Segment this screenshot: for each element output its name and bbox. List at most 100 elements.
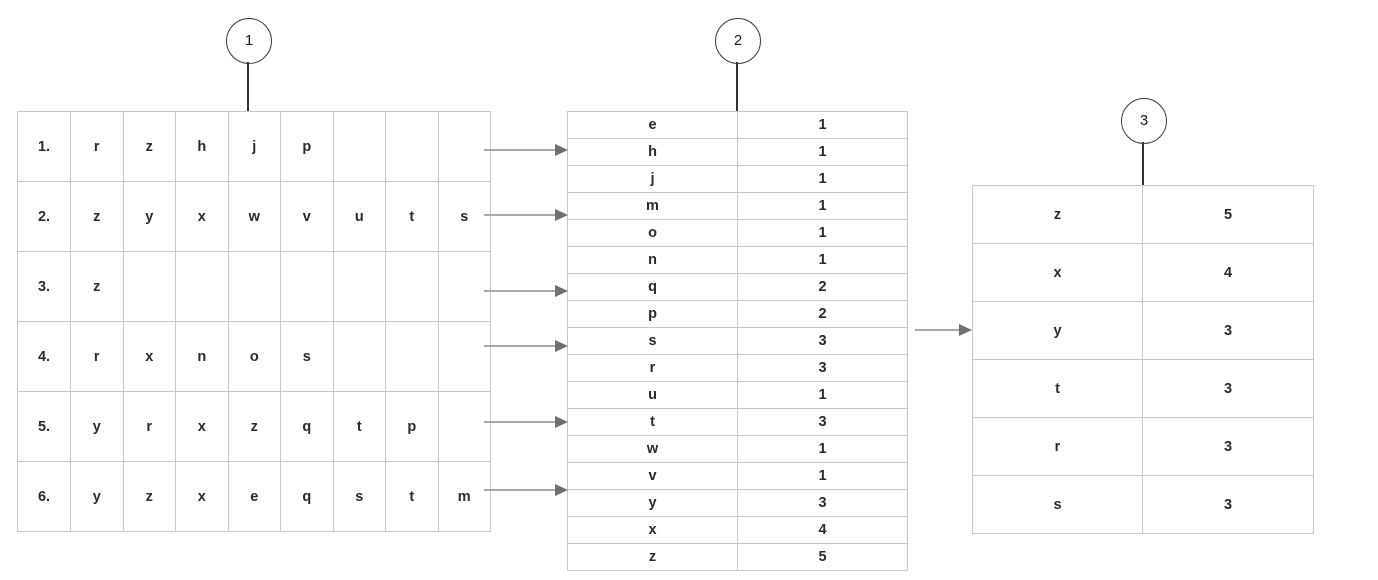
letter-cell: r (70, 321, 124, 392)
arrow-row-2 (484, 209, 568, 221)
letter-cell (437, 251, 491, 322)
key-cell: r (972, 417, 1143, 476)
arrow-row-5-head (555, 416, 568, 428)
arrow-row-6 (484, 484, 568, 496)
letter-cell: t (332, 391, 386, 462)
letter-cell (175, 251, 229, 322)
arrow-row-4-shaft (484, 345, 555, 347)
key-cell: y (972, 301, 1143, 360)
key-cell: z (567, 543, 738, 571)
letter-cell: p (385, 391, 439, 462)
count-cell: 1 (737, 111, 908, 139)
arrow-row-2-shaft (484, 214, 555, 216)
letter-cell (385, 251, 439, 322)
letter-cell: e (227, 461, 281, 532)
letter-cell: x (175, 391, 229, 462)
letter-cell (437, 391, 491, 462)
letter-cell: s (437, 181, 491, 252)
key-cell: w (567, 435, 738, 463)
key-cell: e (567, 111, 738, 139)
letter-cell (122, 251, 176, 322)
letter-cell: m (437, 461, 491, 532)
key-cell: t (972, 359, 1143, 418)
letter-cell (332, 321, 386, 392)
arrow-counts-to-top-head (959, 324, 972, 336)
arrow-row-1-head (555, 144, 568, 156)
key-cell: x (972, 243, 1143, 302)
count-cell: 3 (1142, 475, 1314, 534)
count-cell: 3 (737, 408, 908, 436)
letter-cell (280, 251, 334, 322)
letter-cell: n (175, 321, 229, 392)
count-cell: 3 (737, 354, 908, 382)
letter-cell (437, 321, 491, 392)
letter-cell: j (227, 111, 281, 182)
arrow-row-5 (484, 416, 568, 428)
letter-cell: w (227, 181, 281, 252)
key-cell: p (567, 300, 738, 328)
row-index-cell: 1. (17, 111, 71, 182)
key-cell: j (567, 165, 738, 193)
callout-3-stem (1142, 142, 1144, 185)
count-cell: 1 (737, 462, 908, 490)
key-cell: s (972, 475, 1143, 534)
count-cell: 3 (737, 489, 908, 517)
key-cell: x (567, 516, 738, 544)
letter-cell: y (70, 391, 124, 462)
key-cell: q (567, 273, 738, 301)
letter-cell: z (122, 111, 176, 182)
callout-1-label: 1 (226, 18, 272, 64)
arrow-row-6-head (555, 484, 568, 496)
arrow-row-1 (484, 144, 568, 156)
letter-cell: u (332, 181, 386, 252)
count-cell: 3 (1142, 359, 1314, 418)
count-cell: 1 (737, 246, 908, 274)
key-cell: n (567, 246, 738, 274)
arrow-row-3 (484, 285, 568, 297)
key-cell: o (567, 219, 738, 247)
letter-cell: z (70, 181, 124, 252)
letter-cell (332, 111, 386, 182)
letter-cell (437, 111, 491, 182)
letter-cell: y (122, 181, 176, 252)
arrow-row-2-head (555, 209, 568, 221)
letter-cell (385, 111, 439, 182)
letter-cell: x (175, 461, 229, 532)
letter-cell: x (122, 321, 176, 392)
letter-cell (332, 251, 386, 322)
row-index-cell: 6. (17, 461, 71, 532)
count-cell: 2 (737, 300, 908, 328)
count-cell: 1 (737, 165, 908, 193)
key-cell: t (567, 408, 738, 436)
letter-cell (227, 251, 281, 322)
callout-2-stem (736, 62, 738, 111)
letter-cell: y (70, 461, 124, 532)
count-cell: 1 (737, 381, 908, 409)
callout-3-label: 3 (1121, 98, 1167, 144)
key-cell: h (567, 138, 738, 166)
letter-cell: x (175, 181, 229, 252)
arrow-row-4-head (555, 340, 568, 352)
arrow-counts-to-top (915, 324, 972, 336)
count-cell: 1 (737, 219, 908, 247)
letter-cell: s (280, 321, 334, 392)
callout-1-stem (247, 62, 249, 111)
